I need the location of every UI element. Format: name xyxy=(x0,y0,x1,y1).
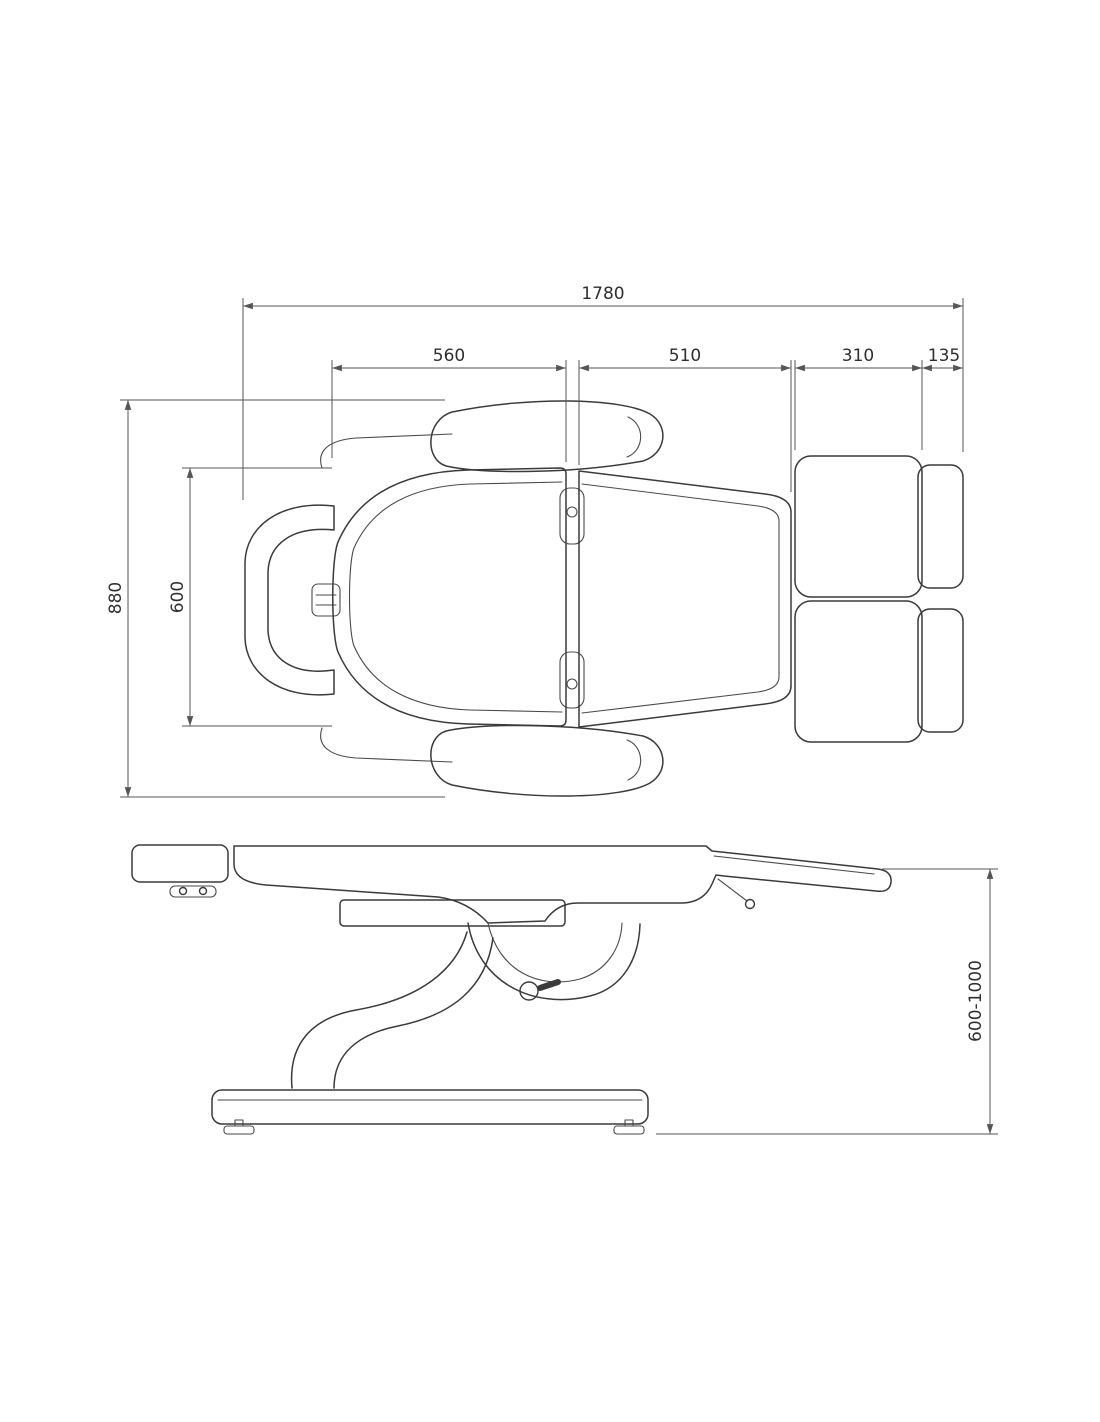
dimension-label-foot: 135 xyxy=(928,346,960,366)
side-lift-arm-front xyxy=(290,931,468,1089)
dimension-backrest-section: 560 xyxy=(331,346,567,462)
side-legrest-strut xyxy=(717,878,748,902)
dimension-height-range: 600-1000 xyxy=(656,868,998,1135)
dimension-label-overall-width: 880 xyxy=(106,582,126,614)
dimension-label-inner-width: 600 xyxy=(168,581,188,613)
side-legrest-seam xyxy=(713,855,875,875)
side-foot-left xyxy=(223,1125,255,1135)
dimension-label-overall-length: 1780 xyxy=(581,284,624,304)
dimension-label-seat: 510 xyxy=(669,346,701,366)
side-armrest xyxy=(339,899,566,927)
side-adjust-knob xyxy=(519,981,539,1001)
dimension-label-height-range: 600-1000 xyxy=(966,960,986,1042)
side-view xyxy=(131,844,892,1135)
side-headrest-knob xyxy=(198,886,208,896)
top-view xyxy=(244,400,964,797)
dimension-seat-section: 510 xyxy=(578,346,792,492)
armrest-arm-top xyxy=(320,433,453,469)
armrest-bottom xyxy=(430,724,664,797)
side-cradle-inner xyxy=(487,922,623,983)
side-cradle-outer xyxy=(467,922,641,1001)
side-lift-arm-rear xyxy=(333,937,494,1089)
armrest-arm-bottom xyxy=(320,727,453,763)
side-legrest-pivot xyxy=(744,898,756,910)
side-adjust-handle xyxy=(537,979,561,991)
dimension-label-leg: 310 xyxy=(842,346,874,366)
armrest-top xyxy=(430,400,664,473)
side-foot-right xyxy=(613,1125,645,1135)
hinge-lower xyxy=(559,651,585,709)
legrest-pad-bottom xyxy=(794,600,923,743)
dimension-overall-width: 880 xyxy=(106,399,445,798)
side-headrest-knob xyxy=(178,886,188,896)
hinge-lower-pin xyxy=(566,678,578,690)
hinge-upper xyxy=(559,487,585,545)
dimension-foot-section: 135 xyxy=(922,346,964,452)
side-headrest-bracket xyxy=(169,885,217,898)
side-headrest xyxy=(131,844,229,883)
footrest-pad-top xyxy=(917,464,964,589)
footrest-pad-bottom xyxy=(917,608,964,733)
side-foot-left-stem xyxy=(234,1119,244,1127)
legrest-pad-top xyxy=(794,455,923,598)
side-foot-right-stem xyxy=(624,1119,634,1127)
hinge-upper-pin xyxy=(566,506,578,518)
backrest-outline xyxy=(332,467,567,727)
seat-outline xyxy=(578,470,792,728)
seat-seam xyxy=(581,483,780,714)
headrest-outline xyxy=(244,504,335,696)
side-seat-slab xyxy=(233,845,892,924)
side-base xyxy=(211,1089,649,1125)
backrest-seam xyxy=(348,481,563,713)
dimension-label-backrest: 560 xyxy=(433,346,465,366)
dimension-inner-width: 600 xyxy=(168,467,332,727)
dimension-leg-section: 310 xyxy=(794,346,923,450)
headrest-mount xyxy=(311,583,341,617)
